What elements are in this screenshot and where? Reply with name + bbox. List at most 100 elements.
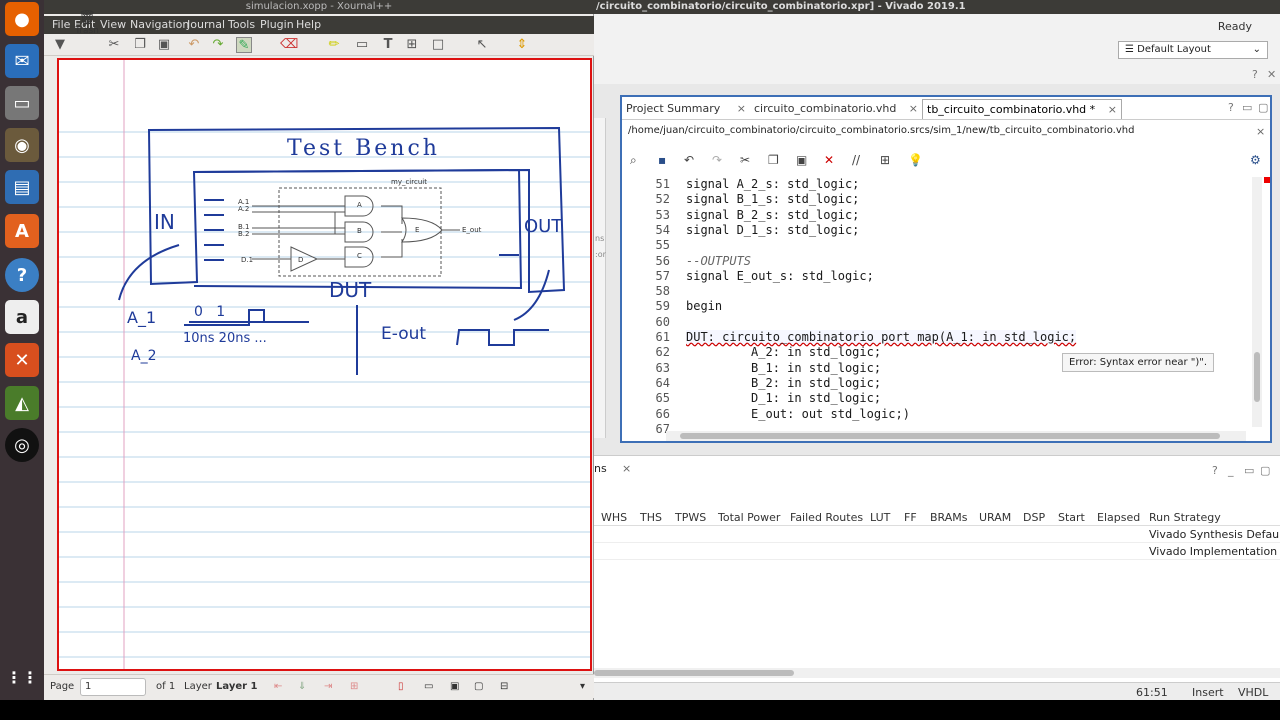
code-line[interactable]: D_1: in std_logic; bbox=[686, 391, 882, 406]
col-dsp[interactable]: DSP bbox=[1023, 511, 1046, 524]
paste-icon[interactable]: ▣ bbox=[796, 153, 808, 167]
col-brams[interactable]: BRAMs bbox=[930, 511, 968, 524]
xournal-icon[interactable]: ✕ bbox=[5, 343, 39, 377]
search-icon[interactable]: ⌕ bbox=[630, 153, 637, 167]
tab-circuito-vhd[interactable]: circuito_combinatorio.vhd× bbox=[750, 99, 922, 119]
maximize-icon[interactable]: ▢ bbox=[1258, 101, 1269, 114]
insert-page-icon[interactable]: ⊞ bbox=[350, 681, 359, 692]
code-line[interactable]: signal B_2_s: std_logic; bbox=[686, 207, 860, 222]
menu-plugin[interactable]: Plugin bbox=[260, 18, 294, 31]
page-spinner[interactable]: 1 bbox=[80, 678, 146, 696]
menu-journal[interactable]: Journal bbox=[187, 18, 226, 31]
trash-desktop-icon[interactable]: 🗑 Trash bbox=[74, 10, 100, 36]
save-icon[interactable]: ▪ bbox=[658, 153, 667, 167]
writer-icon[interactable]: ▤ bbox=[5, 170, 39, 204]
save-icon[interactable]: ▼ bbox=[55, 37, 65, 52]
tab-close-icon[interactable]: × bbox=[908, 102, 918, 115]
delete-page-icon[interactable]: ▯ bbox=[398, 681, 404, 692]
layout-icon[interactable]: ▭ bbox=[424, 681, 434, 692]
cut-icon[interactable]: ✂ bbox=[108, 37, 120, 52]
scroll-thumb[interactable] bbox=[594, 670, 794, 676]
col-run-strategy[interactable]: Run Strategy bbox=[1149, 511, 1221, 524]
code-line[interactable]: E_out: out std_logic;) bbox=[686, 406, 910, 421]
zoom-fit-icon[interactable]: ▢ bbox=[474, 681, 484, 692]
menu-tools[interactable]: Tools bbox=[228, 18, 256, 31]
horizontal-scrollbar[interactable] bbox=[666, 431, 1246, 441]
menu-edit[interactable]: Edit bbox=[74, 18, 96, 31]
indent-icon[interactable]: ⊞ bbox=[880, 153, 891, 167]
table-row[interactable]: Vivado Implementation D bbox=[594, 543, 1280, 560]
redo-icon[interactable]: ↷ bbox=[212, 37, 224, 52]
code-line[interactable]: B_2: in std_logic; bbox=[686, 375, 882, 390]
menu-file[interactable]: File bbox=[52, 18, 71, 31]
maximize-icon[interactable]: ▢ bbox=[1260, 464, 1271, 477]
lightbulb-icon[interactable]: 💡 bbox=[908, 153, 923, 167]
col-elapsed[interactable]: Elapsed bbox=[1097, 511, 1141, 524]
code-line[interactable]: DUT: circuito_combinatorio port map(A_1:… bbox=[686, 330, 1077, 344]
bottom-tab-close-icon[interactable]: × bbox=[622, 462, 632, 475]
tab-close-icon[interactable]: × bbox=[736, 102, 746, 115]
comment-icon[interactable]: // bbox=[852, 153, 861, 167]
apps-grid-icon[interactable]: ⋮⋮ bbox=[6, 667, 38, 687]
fullscreen-icon[interactable]: ▣ bbox=[450, 681, 460, 692]
col-whs[interactable]: WHS bbox=[601, 511, 628, 524]
redo-icon[interactable]: ↷ bbox=[712, 153, 723, 167]
software-center-icon[interactable]: A bbox=[5, 214, 39, 248]
zoom-icon[interactable]: ⊟ bbox=[500, 681, 509, 692]
close-icon[interactable]: ✕ bbox=[1267, 68, 1277, 81]
col-ths[interactable]: THS bbox=[640, 511, 662, 524]
code-line[interactable]: signal A_2_s: std_logic; bbox=[686, 177, 860, 191]
copy-icon[interactable]: ❐ bbox=[134, 37, 146, 52]
bottom-tab-label[interactable]: ns bbox=[594, 462, 607, 475]
highlighter-icon[interactable]: ✏ bbox=[328, 37, 340, 52]
menu-help[interactable]: Help bbox=[296, 18, 322, 31]
col-failed-routes[interactable]: Failed Routes bbox=[790, 511, 864, 524]
path-close-icon[interactable]: × bbox=[1256, 125, 1266, 138]
col-total-power[interactable]: Total Power bbox=[718, 511, 781, 524]
code-line[interactable]: begin bbox=[686, 299, 723, 314]
paste-icon[interactable]: ▣ bbox=[157, 37, 171, 52]
menu-view[interactable]: View bbox=[100, 18, 127, 31]
eraser-icon[interactable]: ⌫ bbox=[280, 37, 299, 52]
tab-close-icon[interactable]: × bbox=[1107, 103, 1117, 116]
vertical-scrollbar[interactable] bbox=[1252, 177, 1262, 427]
help-icon[interactable]: ? bbox=[1252, 68, 1258, 81]
copy-icon[interactable]: ❐ bbox=[768, 153, 779, 167]
settings-gear-icon[interactable]: ⚙ bbox=[1250, 153, 1261, 167]
table-row[interactable]: Vivado Synthesis Default bbox=[594, 526, 1280, 543]
layout-select[interactable]: ☰ Default Layout⌄ bbox=[1118, 41, 1268, 59]
select-icon[interactable]: ↖ bbox=[476, 37, 488, 52]
code-line[interactable]: signal B_1_s: std_logic; bbox=[686, 192, 860, 207]
thunderbird-icon[interactable]: ✉ bbox=[5, 44, 39, 78]
code-line[interactable]: signal D_1_s: std_logic; bbox=[686, 222, 860, 237]
delete-icon[interactable]: ✕ bbox=[824, 153, 835, 167]
bottom-scrollbar[interactable] bbox=[594, 668, 1280, 678]
obs-icon[interactable]: ◎ bbox=[5, 428, 39, 462]
col-ff[interactable]: FF bbox=[904, 511, 917, 524]
shape-icon[interactable]: □ bbox=[431, 37, 445, 52]
layer-select[interactable]: Layer 1 bbox=[216, 681, 258, 692]
scroll-thumb[interactable] bbox=[680, 433, 1220, 439]
tab-project-summary[interactable]: Project Summary× bbox=[622, 99, 750, 119]
cut-icon[interactable]: ✂ bbox=[740, 153, 751, 167]
nav-down-icon[interactable]: ⇓ bbox=[298, 681, 307, 692]
vivado-hls-icon[interactable]: ◭ bbox=[5, 386, 39, 420]
tab-tb-vhd[interactable]: tb_circuito_combinatorio.vhd *× bbox=[922, 99, 1122, 119]
col-uram[interactable]: URAM bbox=[979, 511, 1012, 524]
code-line[interactable]: A_2: in std_logic; bbox=[686, 345, 882, 360]
col-tpws[interactable]: TPWS bbox=[675, 511, 707, 524]
code-line[interactable]: --OUTPUTS bbox=[686, 253, 752, 268]
files-icon[interactable]: ▭ bbox=[5, 86, 39, 120]
undo-icon[interactable]: ↶ bbox=[188, 37, 200, 52]
nav-last-icon[interactable]: ⇥ bbox=[324, 681, 333, 692]
restore-icon[interactable]: ▭ bbox=[1244, 464, 1255, 477]
code-line[interactable]: B_1: in std_logic; bbox=[686, 360, 882, 375]
vertical-space-icon[interactable]: ⇕ bbox=[516, 37, 528, 52]
text-icon[interactable]: T bbox=[383, 37, 393, 52]
col-start[interactable]: Start bbox=[1058, 511, 1085, 524]
col-lut[interactable]: LUT bbox=[870, 511, 891, 524]
undo-icon[interactable]: ↶ bbox=[684, 153, 695, 167]
menu-navigation[interactable]: Navigation bbox=[130, 18, 190, 31]
image-icon[interactable]: ▭ bbox=[355, 37, 369, 52]
